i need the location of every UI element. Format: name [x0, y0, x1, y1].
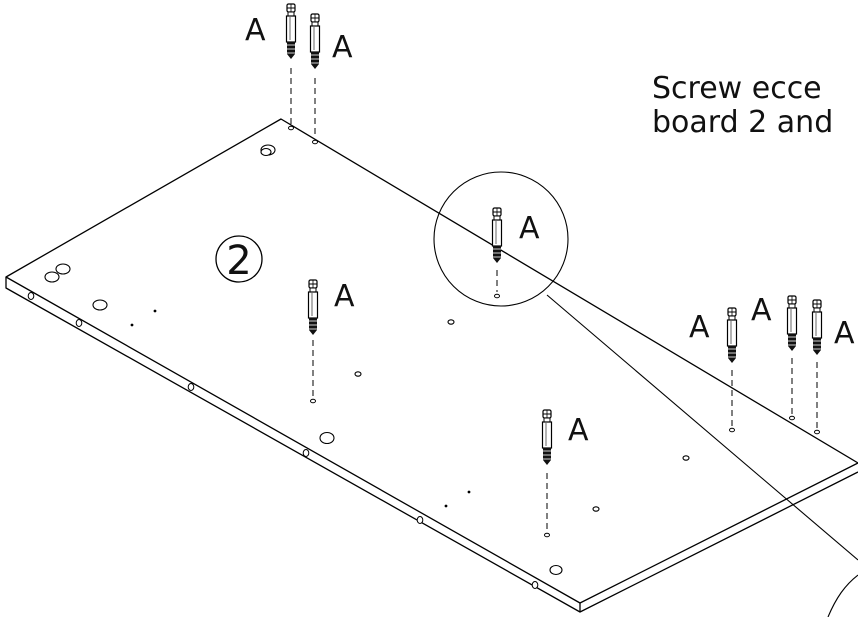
instruction-line-2: board 2 and [652, 105, 834, 140]
cam-bolt [309, 13, 321, 70]
cam-bolt [307, 279, 319, 336]
insertion-guides [290, 68, 818, 532]
part-label: A [519, 211, 540, 246]
board [5, 118, 858, 613]
target-holes [288, 125, 820, 538]
small-dots [130, 309, 471, 508]
cam-bolt [811, 299, 823, 356]
part-label: A [334, 279, 355, 314]
edge-holes [27, 292, 539, 589]
part-label: A [689, 310, 710, 345]
part-label: A [332, 30, 353, 65]
cam-bolt [285, 3, 297, 60]
part-label: A [751, 293, 772, 328]
instruction-line-1: Screw ecce [652, 71, 822, 106]
cam-bolt [726, 307, 738, 364]
cam-bolt [491, 207, 503, 264]
board-holes [44, 144, 690, 576]
part-label: A [834, 316, 855, 351]
cam-bolt [541, 409, 553, 466]
part-label: A [568, 413, 589, 448]
board-number-circle [215, 235, 263, 283]
board-number: 2 [226, 238, 251, 284]
instruction-text: Screw ecce board 2 and [652, 72, 833, 140]
part-labels: A A A A A A A A [245, 13, 855, 448]
detail-callout [433, 171, 858, 617]
cam-bolt [786, 295, 798, 352]
part-label: A [245, 13, 266, 48]
